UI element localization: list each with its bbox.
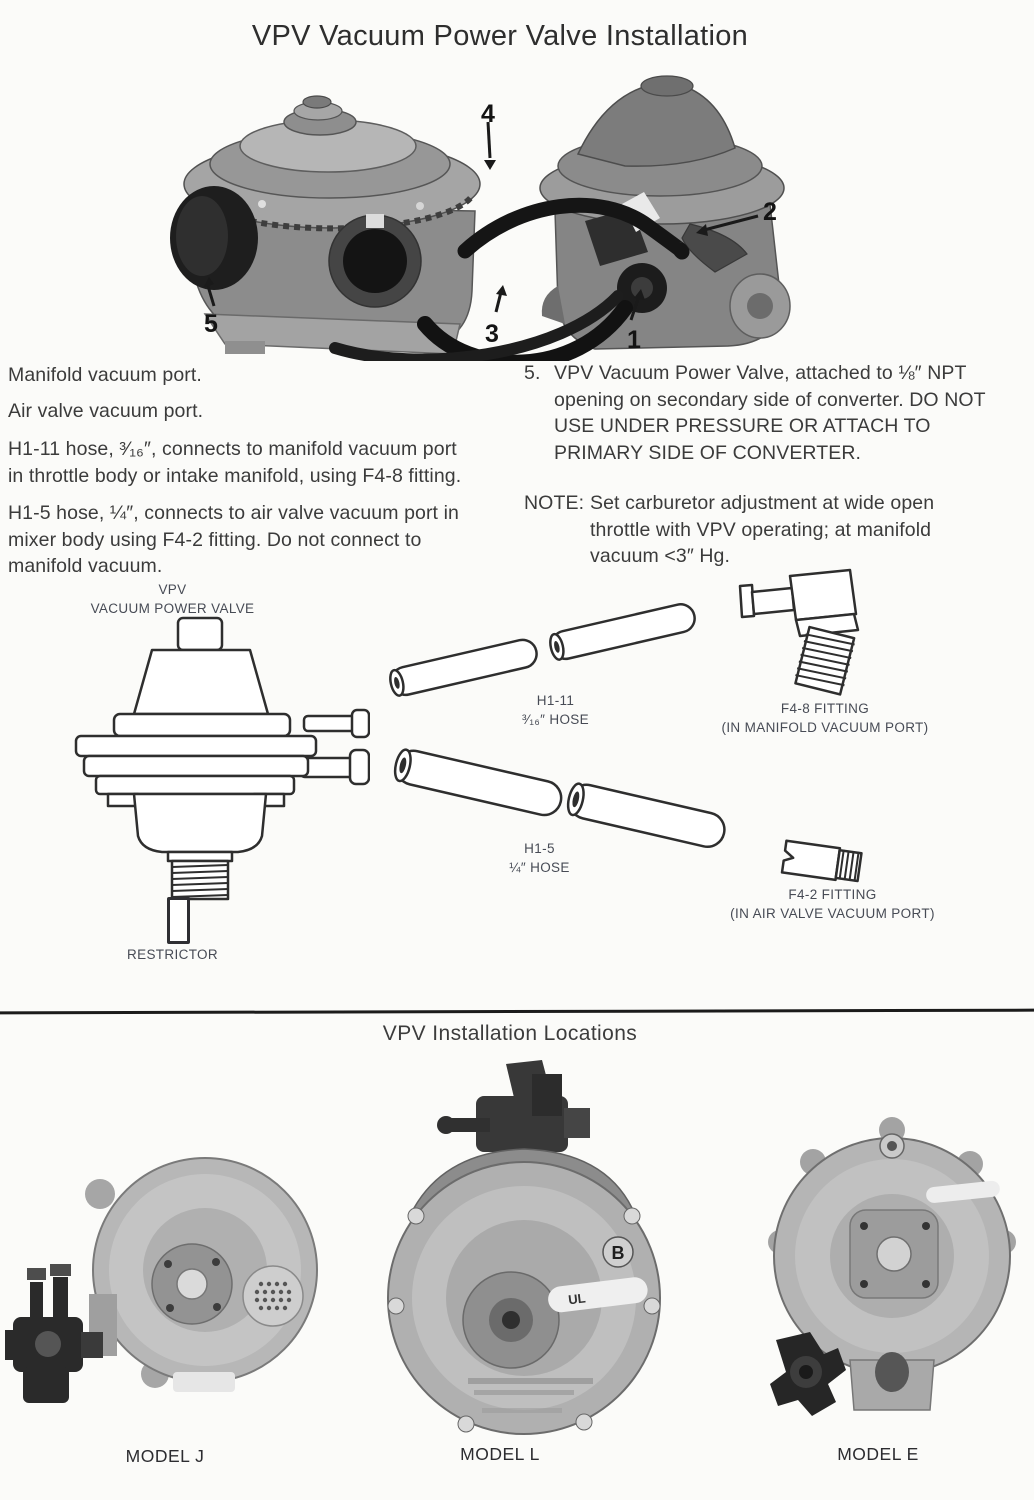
item-text: VPV Vacuum Power Valve, attached to ⅛″ N…	[554, 362, 986, 464]
h1-11-hose-drawing	[389, 603, 696, 697]
model-l-b-mark: B	[612, 1243, 625, 1263]
f4-2-fitting-drawing	[780, 839, 863, 883]
model-l-ul-mark: UL	[567, 1290, 586, 1307]
instruction-item: H1-5 hose, ¼″, connects to air valve vac…	[8, 502, 459, 578]
model-l-vpv-valve	[437, 1060, 590, 1152]
instruction-item: H1-11 hose, ³⁄₁₆″, connects to manifold …	[8, 438, 462, 487]
note-block: NOTE: Set carburetor adjustment at wide …	[524, 490, 1034, 570]
model-e-vpv-valve	[770, 1332, 846, 1416]
h1-5-hose-drawing	[393, 748, 726, 848]
model-j-vpv-valve	[5, 1264, 103, 1403]
h1-5-label: H1-5 ¼″ HOSE	[509, 841, 570, 875]
f4-8-label: F4-8 FITTING (IN MANIFOLD VACUUM PORT)	[721, 701, 929, 735]
restrictor-drawing	[167, 897, 190, 944]
vpv-valve-label: VPV VACUUM POWER VALVE	[90, 582, 255, 616]
instructions-left-column: Manifold vacuum port. Air valve vacuum p…	[8, 362, 470, 589]
callout-2: 2	[763, 198, 777, 226]
installed-vpv-photo	[170, 75, 791, 361]
f4-2-label: F4-2 FITTING (IN AIR VALVE VACUUM PORT)	[730, 887, 935, 921]
callout-arrows	[203, 121, 759, 321]
vacuum-hoses-photo	[329, 197, 690, 361]
callout-4: 4	[481, 100, 495, 128]
h1-11-label: H1-11 ³⁄₁₆″ HOSE	[521, 693, 590, 727]
section-divider	[0, 1008, 1034, 1015]
note-label: NOTE:	[524, 492, 585, 515]
model-j-label: MODEL J	[125, 1446, 205, 1466]
model-e-photo	[768, 1117, 1016, 1416]
vpv-valve-drawing	[74, 616, 370, 901]
instructions-right-column: 5. VPV Vacuum Power Valve, attached to ⅛…	[524, 360, 1034, 570]
model-e-label: MODEL E	[837, 1444, 919, 1464]
note-text: Set carburetor adjustment at wide open t…	[590, 492, 935, 568]
instruction-item: Manifold vacuum port.	[8, 364, 202, 386]
restrictor-label: RESTRICTOR	[126, 947, 218, 962]
page-title: VPV Vacuum Power Valve Installation	[251, 20, 749, 52]
converter-photo	[170, 95, 481, 355]
model-l-photo: B UL	[387, 1060, 661, 1435]
instruction-item: Air valve vacuum port.	[8, 399, 204, 422]
model-j-photo	[5, 1157, 318, 1403]
callout-1: 1	[627, 326, 641, 354]
instruction-item-5: 5. VPV Vacuum Power Valve, attached to ⅛…	[524, 360, 1034, 466]
model-l-label: MODEL L	[460, 1444, 540, 1464]
item-number: 5.	[524, 362, 541, 384]
callout-5: 5	[204, 310, 218, 338]
f4-8-fitting-drawing	[738, 568, 860, 696]
callout-3: 3	[485, 320, 499, 348]
locations-heading: VPV Installation Locations	[382, 1022, 638, 1045]
